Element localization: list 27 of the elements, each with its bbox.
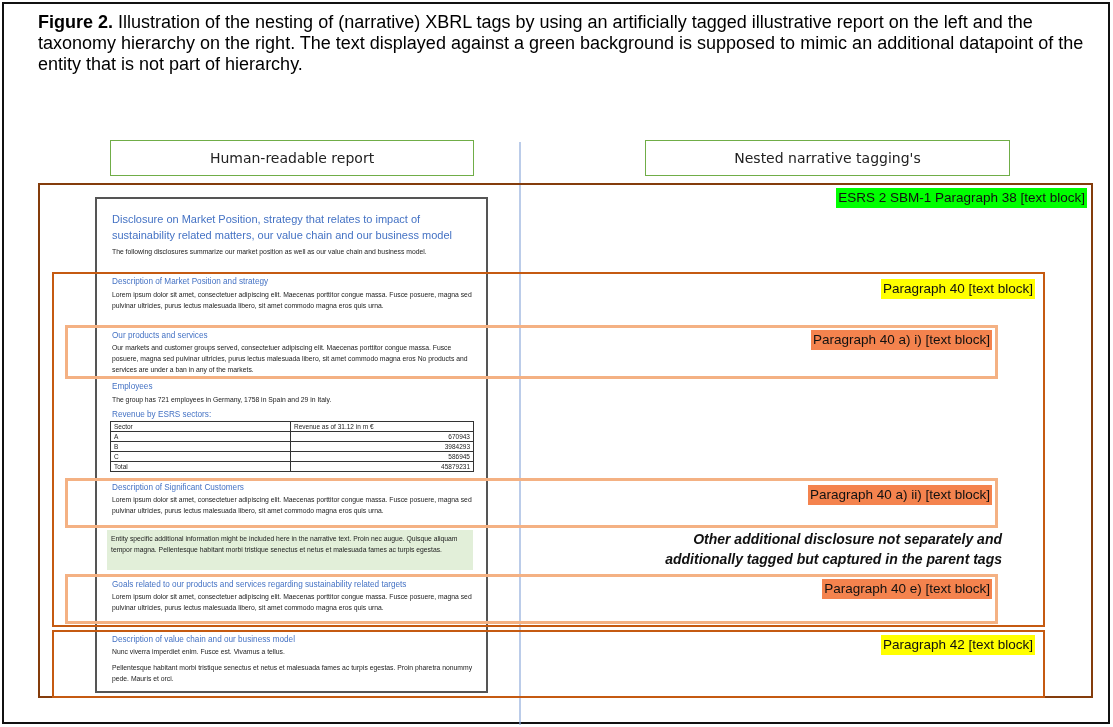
tag-label: Paragraph 40 a) i) [text block] [810, 330, 992, 350]
section-heading: Employees [112, 381, 154, 392]
section-heading: Description of Market Position and strategy [112, 276, 270, 287]
report-heading: Disclosure on Market Position, strategy that relates to impact of sustainability related matters, our value chain and our business model [112, 212, 453, 243]
heading-box [645, 140, 1010, 176]
section-heading: Description of Significant Customers [112, 482, 245, 493]
section-heading: Description of value chain and our business model [112, 634, 296, 645]
tag-label: ESRS 2 SBM-1 Paragraph 38 [text block] [836, 188, 1087, 208]
note-text: Other additional disclosure not separately and additionally tagged but captured in the parent tags [664, 530, 1002, 569]
highlight-box [107, 530, 473, 570]
tag-frame [65, 478, 998, 528]
tag-label: Paragraph 42 [text block] [880, 635, 1035, 655]
tag-frame [65, 574, 998, 624]
figure-caption: Figure 2. Illustration of the nesting of (narrative) XBRL tags by using an artificially tagged illustrative report on the left and the taxonomy hierarchy on the right. The text displayed against a green background is supposed to mimic an additional datapoint of the entity that is not part of hierarchy. [38, 12, 1085, 75]
tag-label: Paragraph 40 e) [text block] [822, 579, 992, 599]
section-heading: Revenue by ESRS sectors: [112, 409, 213, 420]
tag-frame [52, 272, 1045, 627]
section-heading: Our products and services [112, 330, 209, 341]
tag-frame [52, 630, 1045, 698]
section-heading: Goals related to our products and services regarding sustainability related targets [112, 579, 408, 590]
tag-label: Paragraph 40 a) ii) [text block] [807, 485, 992, 505]
tag-label: Paragraph 40 [text block] [880, 279, 1035, 299]
column-heading: Human-readable report [209, 150, 375, 166]
column-heading: Nested narrative tagging's [734, 150, 921, 166]
heading-box [110, 140, 474, 176]
tag-frame [65, 325, 998, 379]
tag-frame [38, 183, 1093, 698]
